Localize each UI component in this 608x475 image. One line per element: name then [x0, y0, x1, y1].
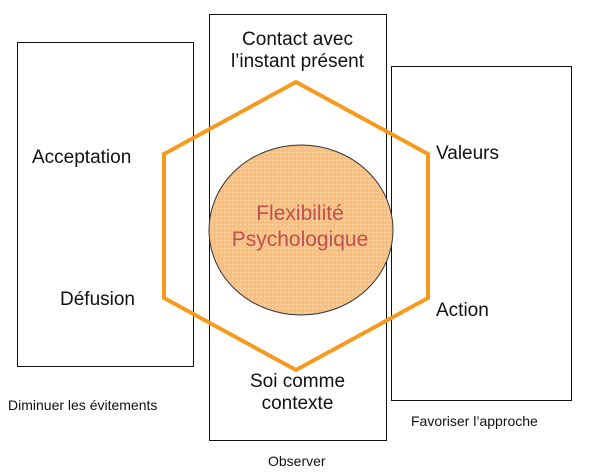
label-line: Soi comme: [249, 371, 346, 392]
group-label-left: Diminuer les évitements: [8, 397, 158, 413]
label-acceptance: Acceptation: [32, 147, 132, 168]
label-line: Contact avec: [242, 29, 353, 50]
label-values: Valeurs: [436, 143, 500, 164]
right-group-box: [391, 66, 572, 401]
center-label-line: Psychologique: [231, 228, 369, 251]
center-label: Flexibilité Psychologique: [200, 201, 400, 253]
label-present-moment: Contact avec l’instant présent: [209, 29, 386, 73]
hexagon: [162, 79, 430, 373]
left-group-box: [17, 42, 194, 367]
center-circle: [208, 144, 394, 316]
label-defusion: Défusion: [60, 289, 135, 310]
group-label-right: Favoriser l’approche: [411, 413, 538, 429]
label-self-as-context: Soi comme contexte: [209, 371, 386, 415]
label-line: l’instant présent: [230, 51, 365, 72]
group-label-middle: Observer: [268, 453, 326, 469]
center-label-line: Flexibilité: [256, 202, 344, 225]
label-line: contexte: [261, 393, 334, 414]
label-action: Action: [436, 300, 489, 321]
